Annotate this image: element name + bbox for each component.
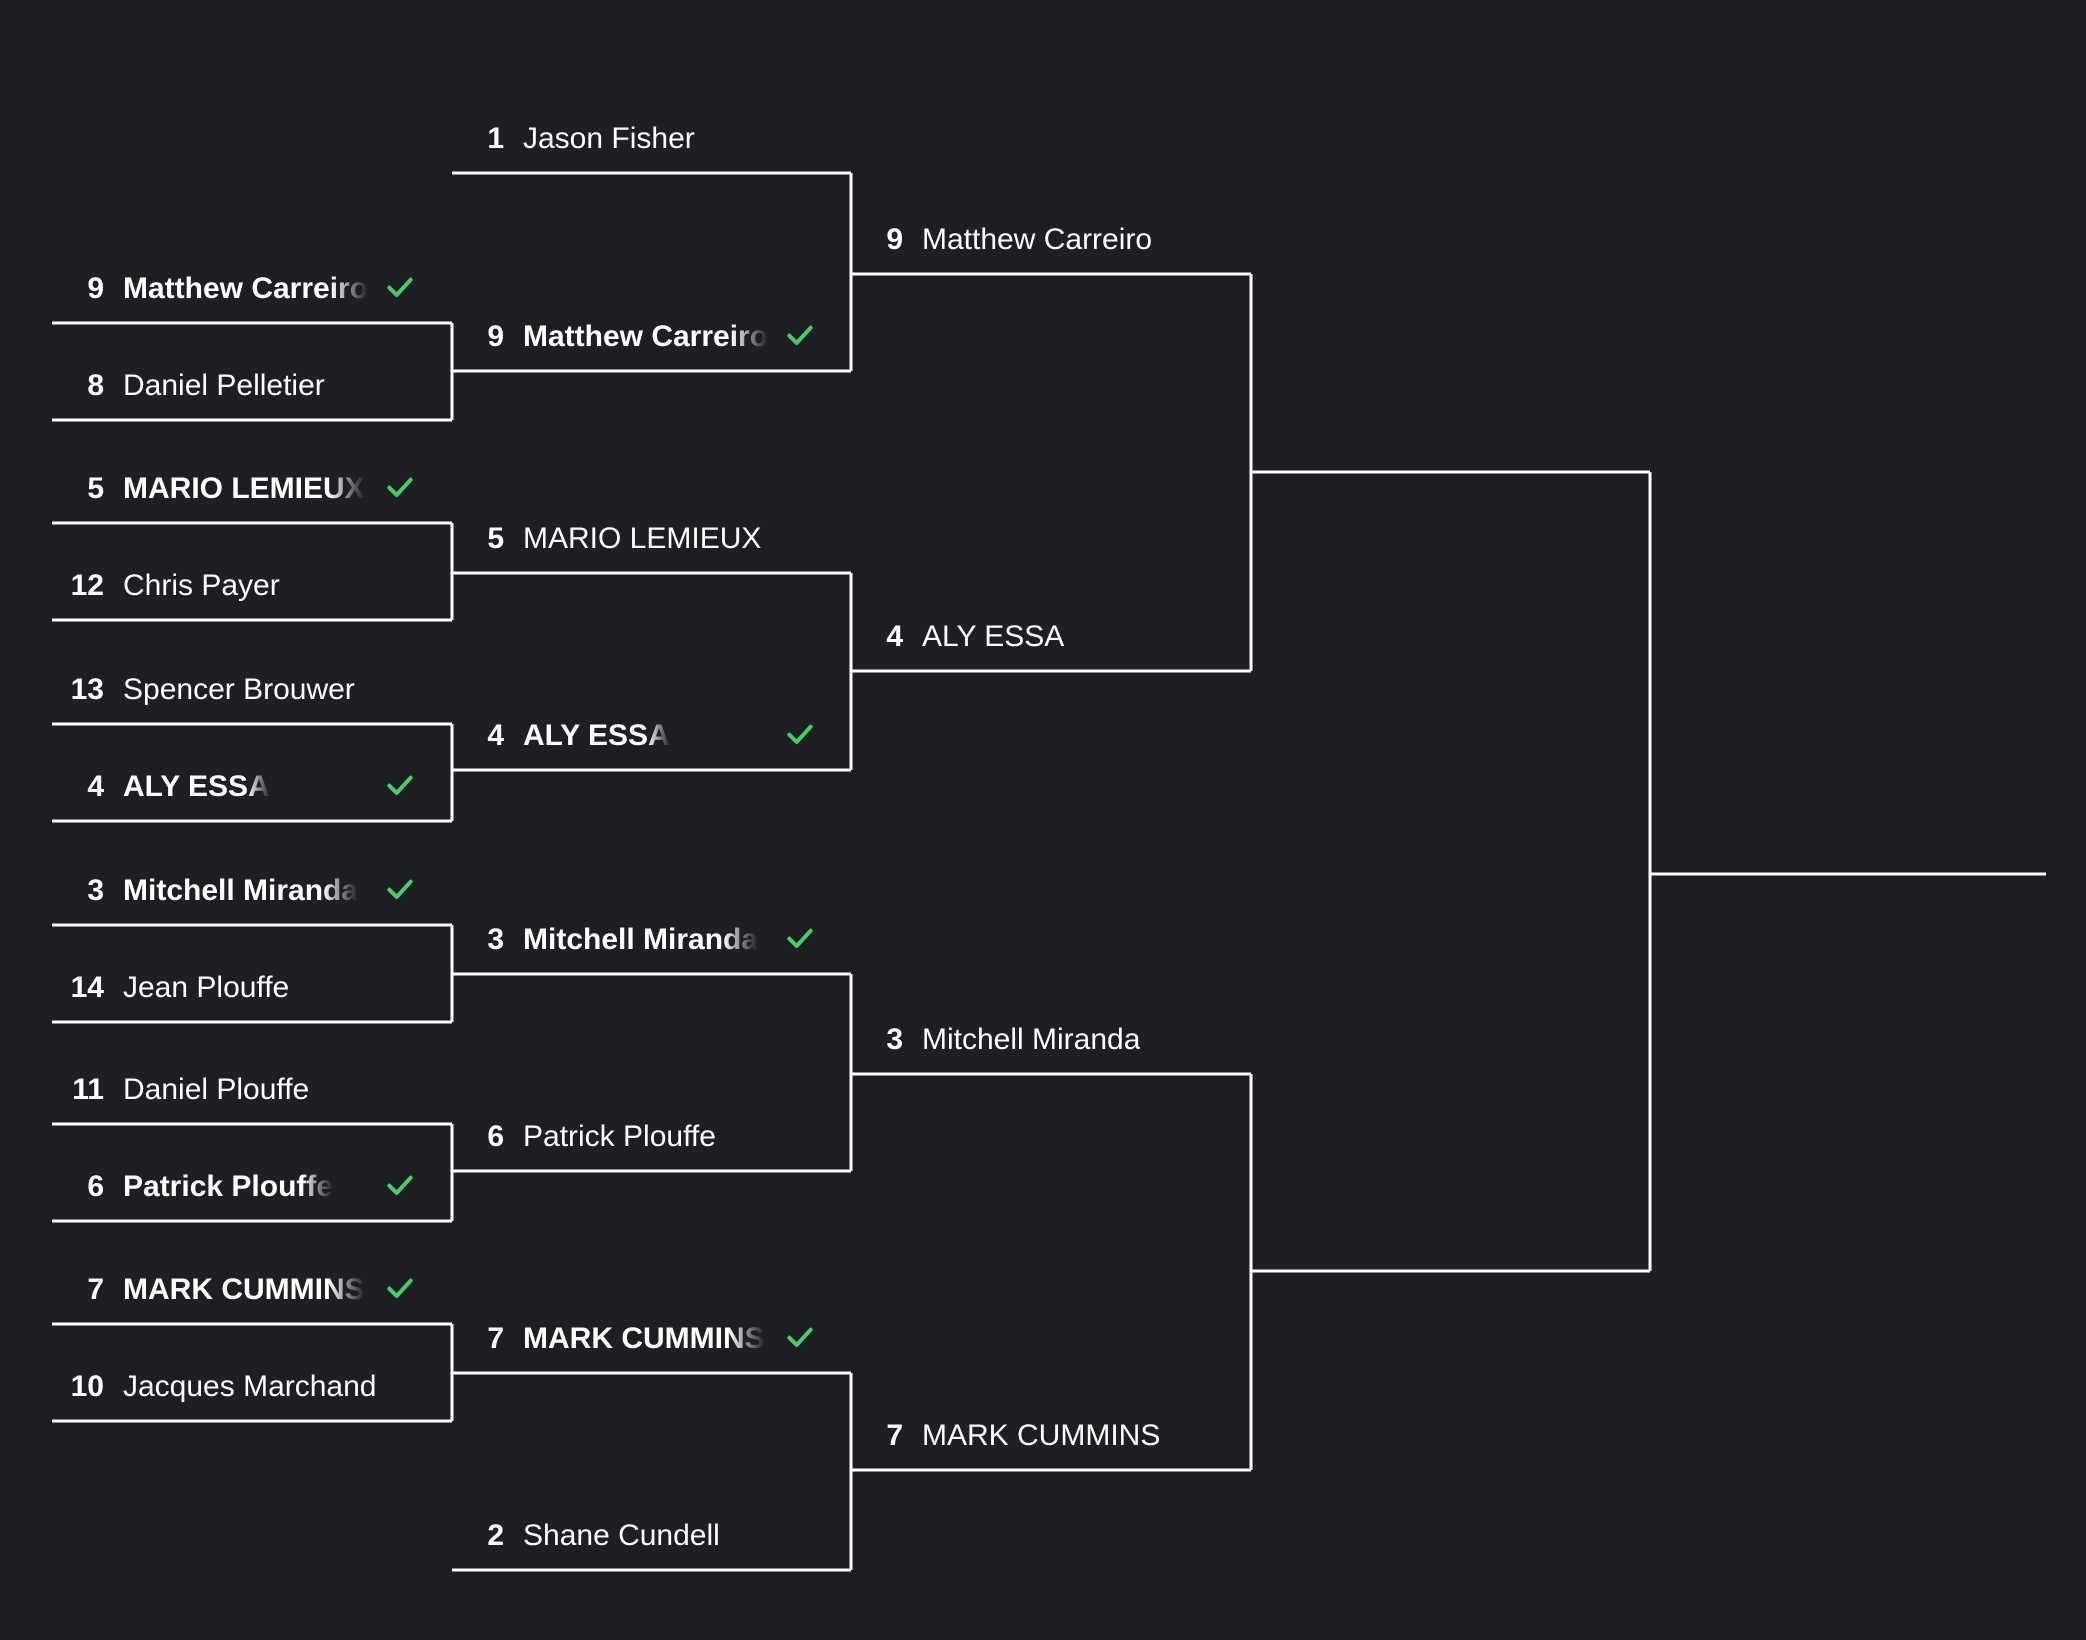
player-name: Jason Fisher xyxy=(523,122,695,155)
player-name: Matthew Carreiro xyxy=(922,223,1153,256)
seed-number: 6 xyxy=(87,1170,104,1203)
player-name: Chris Payer xyxy=(123,569,280,602)
player-name: ALY ESSA xyxy=(523,719,670,752)
winner-check-icon xyxy=(387,1278,413,1298)
player-name: Mitchell Miranda xyxy=(922,1023,1141,1056)
bracket-entry[interactable]: 3 Mitchell Miranda xyxy=(452,918,852,962)
bracket-entry[interactable]: 14 Jean Plouffe xyxy=(52,966,452,1010)
bracket-entry[interactable]: 9 Matthew Carreiro xyxy=(52,267,452,311)
seed-number: 3 xyxy=(87,874,104,907)
bracket-entry[interactable]: 7 MARK CUMMINS xyxy=(851,1414,1251,1458)
player-name: ALY ESSA xyxy=(123,770,270,803)
player-name: Jean Plouffe xyxy=(123,971,290,1004)
player-name: Shane Cundell xyxy=(523,1519,720,1552)
bracket-entry[interactable]: 1 Jason Fisher xyxy=(452,117,852,161)
seed-number: 3 xyxy=(487,923,504,956)
bracket-entry[interactable]: 4 ALY ESSA xyxy=(452,714,852,758)
seed-number: 5 xyxy=(487,522,504,555)
bracket-entry[interactable]: 4 ALY ESSA xyxy=(52,765,452,809)
seed-number: 1 xyxy=(487,122,504,155)
seed-number: 3 xyxy=(886,1023,903,1056)
player-name: Daniel Pelletier xyxy=(123,369,325,402)
bracket-entry[interactable]: 6 Patrick Plouffe xyxy=(452,1115,852,1159)
bracket-entry[interactable]: 6 Patrick Plouffe xyxy=(52,1165,452,1209)
seed-number: 4 xyxy=(487,719,504,752)
player-name: Matthew Carreiro xyxy=(523,320,769,353)
bracket-entry[interactable]: 7 MARK CUMMINS xyxy=(452,1317,852,1361)
bracket-entry[interactable]: 3 Mitchell Miranda xyxy=(52,869,452,913)
seed-number: 13 xyxy=(70,673,104,706)
bracket-entry[interactable]: 8 Daniel Pelletier xyxy=(52,364,452,408)
bracket-entry[interactable]: 3 Mitchell Miranda xyxy=(851,1018,1251,1062)
bracket-entry[interactable]: 10 Jacques Marchand xyxy=(52,1365,452,1409)
winner-check-icon xyxy=(787,325,813,345)
bracket-entry[interactable]: 9 Matthew Carreiro xyxy=(851,218,1251,262)
winner-check-icon xyxy=(787,928,813,948)
player-name: MARK CUMMINS xyxy=(123,1273,365,1306)
player-name: Mitchell Miranda xyxy=(123,874,359,907)
seed-number: 9 xyxy=(886,223,903,256)
player-name: Matthew Carreiro xyxy=(123,272,369,305)
seed-number: 5 xyxy=(87,472,104,505)
bracket-entry[interactable]: 5 MARIO LEMIEUX xyxy=(52,467,452,511)
bracket-entry[interactable]: 13 Spencer Brouwer xyxy=(52,668,452,712)
seed-number: 12 xyxy=(70,569,104,602)
seed-number: 14 xyxy=(70,971,104,1004)
seed-number: 4 xyxy=(886,620,903,653)
seed-number: 9 xyxy=(487,320,504,353)
winner-check-icon xyxy=(787,1327,813,1347)
player-name: Mitchell Miranda xyxy=(523,923,759,956)
player-name: MARK CUMMINS xyxy=(922,1419,1161,1452)
player-name: MARK CUMMINS xyxy=(523,1322,765,1355)
winner-check-icon xyxy=(387,277,413,297)
player-name: MARIO LEMIEUX xyxy=(523,522,762,555)
bracket-entry[interactable]: 5 MARIO LEMIEUX xyxy=(452,517,852,561)
seed-number: 11 xyxy=(72,1073,104,1106)
seed-number: 6 xyxy=(487,1120,504,1153)
seed-number: 7 xyxy=(886,1419,903,1452)
winner-check-icon xyxy=(787,724,813,744)
winner-check-icon xyxy=(387,1175,413,1195)
bracket-entry[interactable]: 4 ALY ESSA xyxy=(851,615,1251,659)
seed-number: 8 xyxy=(87,369,104,402)
player-name: ALY ESSA xyxy=(922,620,1065,653)
bracket-entry[interactable]: 12 Chris Payer xyxy=(52,564,452,608)
seed-number: 10 xyxy=(70,1370,104,1403)
player-name: Patrick Plouffe xyxy=(123,1170,334,1203)
seed-number: 7 xyxy=(87,1273,104,1306)
seed-number: 7 xyxy=(487,1322,504,1355)
winner-check-icon xyxy=(387,477,413,497)
winner-check-icon xyxy=(387,879,413,899)
winner-check-icon xyxy=(387,775,413,795)
seed-number: 9 xyxy=(87,272,104,305)
player-name: Spencer Brouwer xyxy=(123,673,355,706)
bracket-entry[interactable]: 7 MARK CUMMINS xyxy=(52,1268,452,1312)
bracket-entry[interactable]: 2 Shane Cundell xyxy=(452,1514,852,1558)
player-name: Patrick Plouffe xyxy=(523,1120,716,1153)
player-name: Jacques Marchand xyxy=(123,1370,377,1403)
seed-number: 4 xyxy=(87,770,104,803)
player-name: Daniel Plouffe xyxy=(123,1073,310,1106)
bracket-entry[interactable]: 11 Daniel Plouffe xyxy=(52,1068,452,1112)
seed-number: 2 xyxy=(487,1519,504,1552)
player-name: MARIO LEMIEUX xyxy=(123,472,365,505)
bracket-entry[interactable]: 9 Matthew Carreiro xyxy=(452,315,852,359)
